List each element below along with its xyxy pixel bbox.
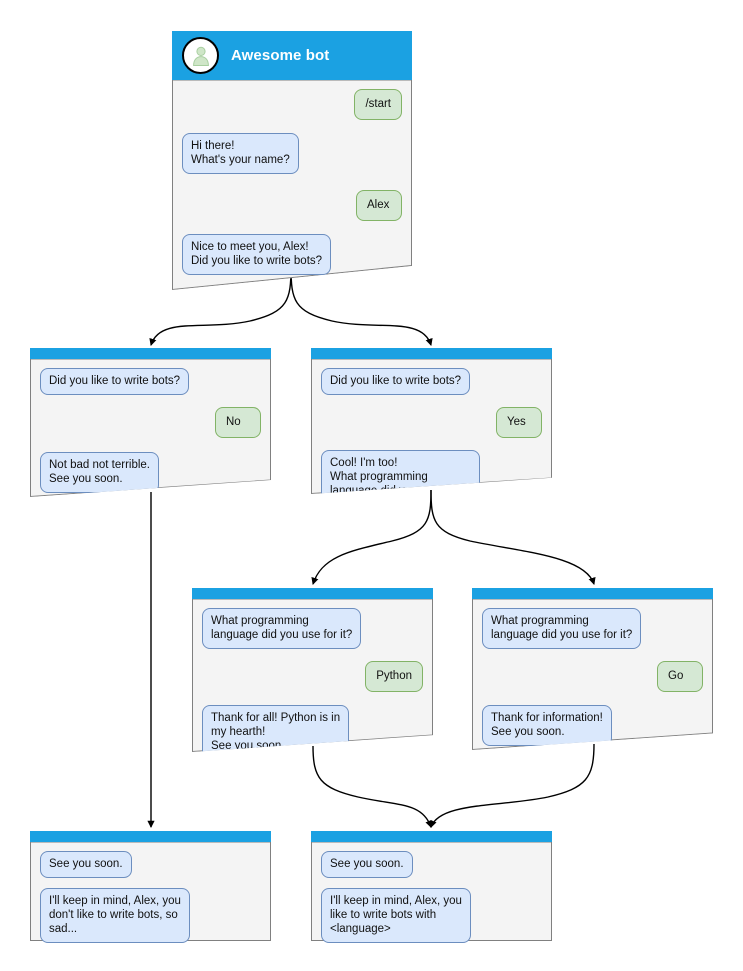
message-bubble-bot: Nice to meet you, Alex! Did you like to … xyxy=(182,234,332,275)
node-python-body-outline xyxy=(192,599,433,752)
node-end-sad[interactable]: See you soon. I'll keep in mind, Alex, y… xyxy=(30,831,271,943)
root-body-outline xyxy=(172,80,412,290)
node-end-sad-header xyxy=(30,831,271,842)
message-bubble-bot: I'll keep in mind, Alex, you don't like … xyxy=(40,888,190,943)
message-bubble-bot: Did you like to write bots? xyxy=(321,368,471,395)
node-end-sad-body: See you soon. I'll keep in mind, Alex, y… xyxy=(30,842,271,943)
node-end-happy[interactable]: See you soon. I'll keep in mind, Alex, y… xyxy=(311,831,552,943)
node-end-happy-body-outline xyxy=(311,842,552,941)
edge-python-to-end-happy xyxy=(312,745,433,828)
message-bubble-bot: Hi there! What's your name? xyxy=(182,133,299,174)
message-bubble-bot: Did you like to write bots? xyxy=(40,368,190,395)
message-bubble-bot: Thank for information! See you soon. xyxy=(482,705,612,746)
message-bubble-bot: I'll keep in mind, Alex, you like to wri… xyxy=(321,888,471,943)
root-messages: /start Hi there! What's your name? Alex … xyxy=(172,80,412,275)
node-end-sad-messages: See you soon. I'll keep in mind, Alex, y… xyxy=(30,842,271,943)
message-bubble-user: Python xyxy=(365,661,423,692)
node-no-body: Did you like to write bots? No Not bad n… xyxy=(30,359,271,497)
node-python-body: What programming language did you use fo… xyxy=(192,599,433,752)
node-no-header xyxy=(30,348,271,359)
node-yes-messages: Did you like to write bots? Yes Cool! I'… xyxy=(311,359,552,494)
message-bubble-bot: Not bad not terrible. See you soon. xyxy=(40,452,160,493)
node-yes-body: Did you like to write bots? Yes Cool! I'… xyxy=(311,359,552,494)
node-no[interactable]: Did you like to write bots? No Not bad n… xyxy=(30,348,271,497)
node-go-body: What programming language did you use fo… xyxy=(472,599,713,750)
node-end-happy-messages: See you soon. I'll keep in mind, Alex, y… xyxy=(311,842,552,943)
node-end-happy-body: See you soon. I'll keep in mind, Alex, y… xyxy=(311,842,552,943)
node-yes-header xyxy=(311,348,552,359)
node-go[interactable]: What programming language did you use fo… xyxy=(472,588,713,750)
message-bubble-bot: What programming language did you use fo… xyxy=(202,608,362,649)
message-bubble-user: No xyxy=(215,407,261,438)
node-go-body-outline xyxy=(472,599,713,750)
node-end-happy-header xyxy=(311,831,552,842)
person-avatar-icon xyxy=(182,37,219,74)
edge-yes-to-go xyxy=(430,489,596,585)
node-no-messages: Did you like to write bots? No Not bad n… xyxy=(30,359,271,493)
node-yes[interactable]: Did you like to write bots? Yes Cool! I'… xyxy=(311,348,552,494)
node-python-messages: What programming language did you use fo… xyxy=(192,599,433,752)
node-no-body-outline xyxy=(30,359,271,497)
node-python-header xyxy=(192,588,433,599)
message-bubble-user: Alex xyxy=(356,190,402,221)
message-bubble-bot: Thank for all! Python is in my hearth! S… xyxy=(202,705,350,752)
message-bubble-user: Go xyxy=(657,661,703,692)
edge-go-to-end-happy xyxy=(429,743,595,828)
root-title: Awesome bot xyxy=(231,47,330,64)
root-header: Awesome bot xyxy=(172,31,412,80)
message-bubble-user: Yes xyxy=(496,407,542,438)
node-end-sad-body-outline xyxy=(30,842,271,941)
message-bubble-bot: Cool! I'm too! What programming language… xyxy=(321,450,481,494)
message-bubble-bot: See you soon. xyxy=(321,851,413,878)
node-root[interactable]: Awesome bot /start Hi there! What's your… xyxy=(172,31,412,290)
node-go-messages: What programming language did you use fo… xyxy=(472,599,713,746)
message-bubble-bot: See you soon. xyxy=(40,851,132,878)
edge-yes-to-python xyxy=(311,489,432,585)
message-bubble-user: /start xyxy=(354,89,402,120)
node-python[interactable]: What programming language did you use fo… xyxy=(192,588,433,752)
message-bubble-bot: What programming language did you use fo… xyxy=(482,608,642,649)
root-body: /start Hi there! What's your name? Alex … xyxy=(172,80,412,290)
node-go-header xyxy=(472,588,713,599)
